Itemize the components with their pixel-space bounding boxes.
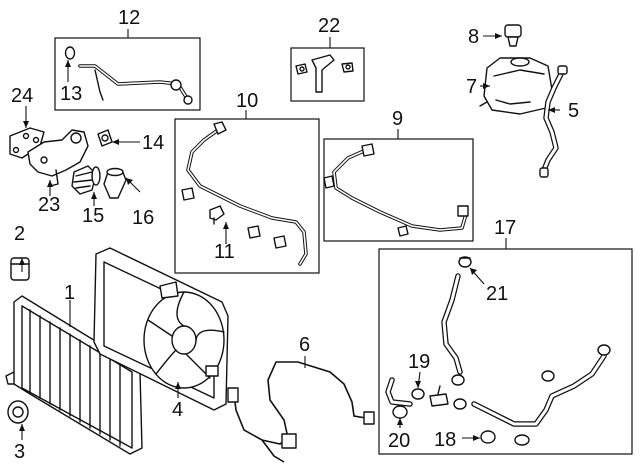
callout-17: 17 — [494, 217, 516, 239]
callout-7: 7 — [466, 76, 477, 98]
hose-clamp-19 — [411, 388, 425, 400]
box-9-group — [323, 138, 474, 242]
callout-5: 5 — [568, 100, 579, 122]
callout-2: 2 — [14, 223, 25, 245]
radiator-hoses — [385, 273, 611, 446]
callout-4: 4 — [172, 399, 183, 421]
hose-bracket — [295, 54, 354, 93]
callout-15: 15 — [82, 205, 104, 227]
fan-shroud-assembly — [93, 247, 229, 411]
callout-16: 16 — [132, 207, 154, 229]
callout-24: 24 — [11, 85, 33, 107]
callout-6: 6 — [299, 334, 310, 356]
reservoir-hose — [539, 65, 568, 178]
callout-10: 10 — [236, 90, 258, 112]
callout-12: 12 — [118, 7, 140, 29]
callout-11: 11 — [214, 241, 235, 263]
radiator-lower-mount — [7, 400, 29, 424]
heater-hose — [323, 143, 469, 237]
callout-19: 19 — [408, 351, 430, 373]
callout-8: 8 — [468, 26, 479, 48]
callout-18: 18 — [434, 429, 456, 451]
hose-clamp-21 — [458, 256, 472, 268]
heater-tube — [78, 64, 193, 105]
leader-arrowheads — [19, 33, 555, 441]
bypass-hose — [181, 121, 308, 266]
callout-20: 20 — [388, 430, 410, 452]
hose-clamp-18 — [480, 430, 496, 444]
callout-14: 14 — [142, 132, 164, 154]
coolant-outlet — [103, 167, 127, 199]
thermostat — [71, 165, 101, 195]
callout-9: 9 — [392, 108, 403, 130]
callout-1: 1 — [64, 282, 75, 304]
hose-clip — [209, 205, 225, 225]
radiator-upper-mount — [10, 257, 30, 281]
callout-21: 21 — [486, 283, 508, 305]
thermostat-housing — [27, 129, 89, 187]
o-ring — [64, 46, 76, 60]
fan-wiring-harness — [227, 361, 375, 463]
box-22-group — [290, 47, 365, 102]
callout-23: 23 — [38, 194, 60, 216]
callout-22: 22 — [318, 15, 340, 37]
reservoir-cap — [504, 24, 522, 47]
coolant-reservoir — [479, 57, 553, 115]
hose-clamp-20 — [392, 405, 408, 419]
box-10-group — [174, 118, 320, 274]
callout-13: 13 — [60, 83, 82, 105]
callout-3: 3 — [14, 441, 25, 463]
thermostat-gasket — [97, 129, 113, 147]
radiator — [5, 295, 143, 455]
